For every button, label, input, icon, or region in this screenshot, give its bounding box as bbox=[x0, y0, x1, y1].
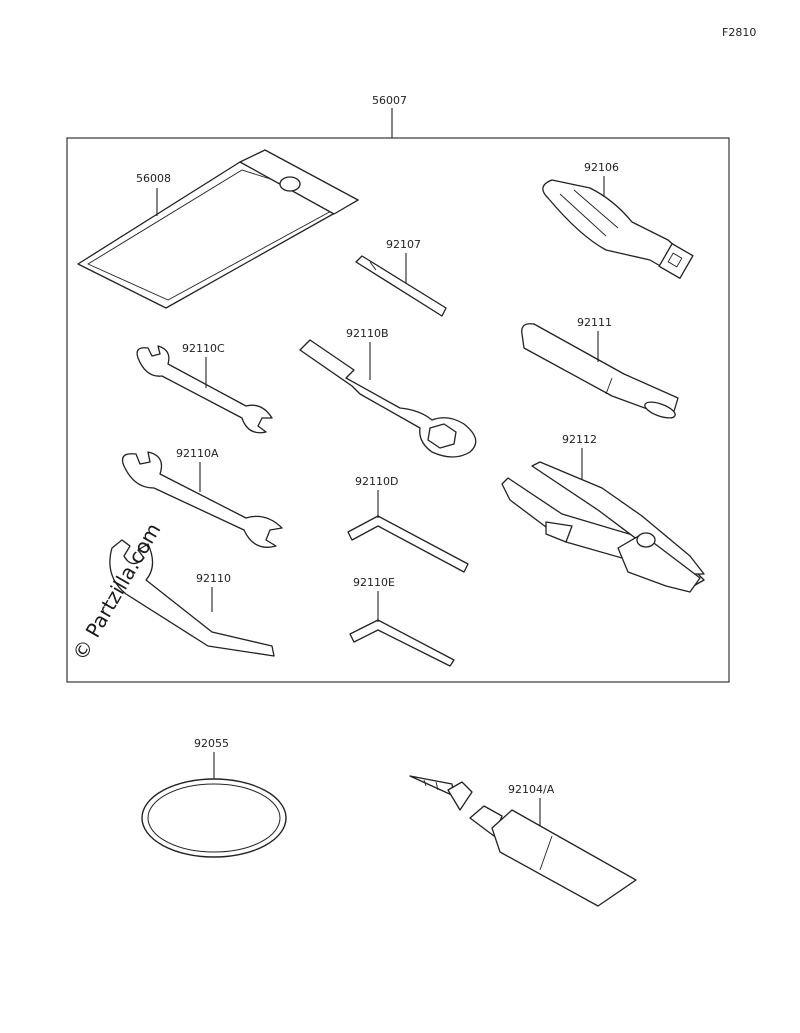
wrench-body bbox=[121, 451, 283, 548]
part-92110C[interactable]: 92110C bbox=[136, 342, 273, 434]
part-label: 92106 bbox=[584, 161, 619, 174]
part-label: 56008 bbox=[136, 172, 171, 185]
part-label: 92110E bbox=[353, 576, 395, 589]
case-snap bbox=[279, 176, 301, 192]
tube-crimp bbox=[539, 835, 553, 871]
part-92104A[interactable]: 92104/A bbox=[409, 775, 637, 907]
nozzle-ring bbox=[423, 779, 427, 787]
bit-ring bbox=[369, 261, 377, 271]
nozzle-tip bbox=[409, 775, 455, 797]
grip-texture bbox=[545, 521, 573, 543]
wrench-body bbox=[136, 345, 273, 434]
part-label: 92110C bbox=[182, 342, 225, 355]
grip-groove bbox=[559, 193, 607, 237]
part-label: 56007 bbox=[372, 94, 407, 107]
nozzle-ring bbox=[435, 781, 439, 791]
tube-end bbox=[644, 401, 676, 419]
handle-socket bbox=[658, 243, 694, 279]
hex-key bbox=[349, 619, 455, 667]
part-92107[interactable]: 92107 bbox=[355, 238, 447, 317]
plier-arm bbox=[531, 461, 705, 575]
part-label: 92110 bbox=[196, 572, 231, 585]
part-label: 92112 bbox=[562, 433, 597, 446]
part-label: 92111 bbox=[577, 316, 612, 329]
wrench-body bbox=[109, 539, 275, 657]
part-56007[interactable]: 56007 bbox=[66, 94, 730, 683]
part-label: 92110B bbox=[346, 327, 389, 340]
o-ring-inner bbox=[147, 783, 281, 853]
part-92110A[interactable]: 92110A bbox=[121, 447, 283, 548]
part-92111[interactable]: 92111 bbox=[521, 316, 679, 421]
part-92110E[interactable]: 92110E bbox=[349, 576, 455, 667]
socket-hole bbox=[667, 252, 683, 268]
tube-body bbox=[491, 809, 637, 907]
part-56008[interactable]: 56008 bbox=[77, 149, 359, 309]
part-92055[interactable]: 92055 bbox=[141, 737, 287, 858]
part-92110[interactable]: 92110 bbox=[109, 539, 275, 657]
hex-key bbox=[347, 515, 469, 573]
part-label: 92104/A bbox=[508, 783, 555, 796]
part-92110D[interactable]: 92110D bbox=[347, 475, 469, 573]
handle-grip bbox=[542, 179, 687, 275]
tube-cap bbox=[447, 781, 473, 811]
kit-frame bbox=[66, 137, 730, 683]
part-label: 92107 bbox=[386, 238, 421, 251]
part-label: 92055 bbox=[194, 737, 229, 750]
grip-groove bbox=[573, 189, 619, 229]
pivot-bolt bbox=[636, 532, 656, 548]
hex-ring bbox=[427, 423, 457, 449]
part-label: 92110D bbox=[355, 475, 398, 488]
bit-shaft bbox=[355, 255, 447, 317]
part-92112[interactable]: 92112 bbox=[501, 433, 705, 593]
part-92110B[interactable]: 92110B bbox=[299, 327, 477, 458]
tube-shoulder bbox=[605, 377, 613, 395]
figure-code: F2810 bbox=[722, 26, 756, 39]
part-label: 92110A bbox=[176, 447, 219, 460]
part-92106[interactable]: 92106 bbox=[542, 161, 694, 279]
o-ring-outer bbox=[141, 778, 287, 858]
